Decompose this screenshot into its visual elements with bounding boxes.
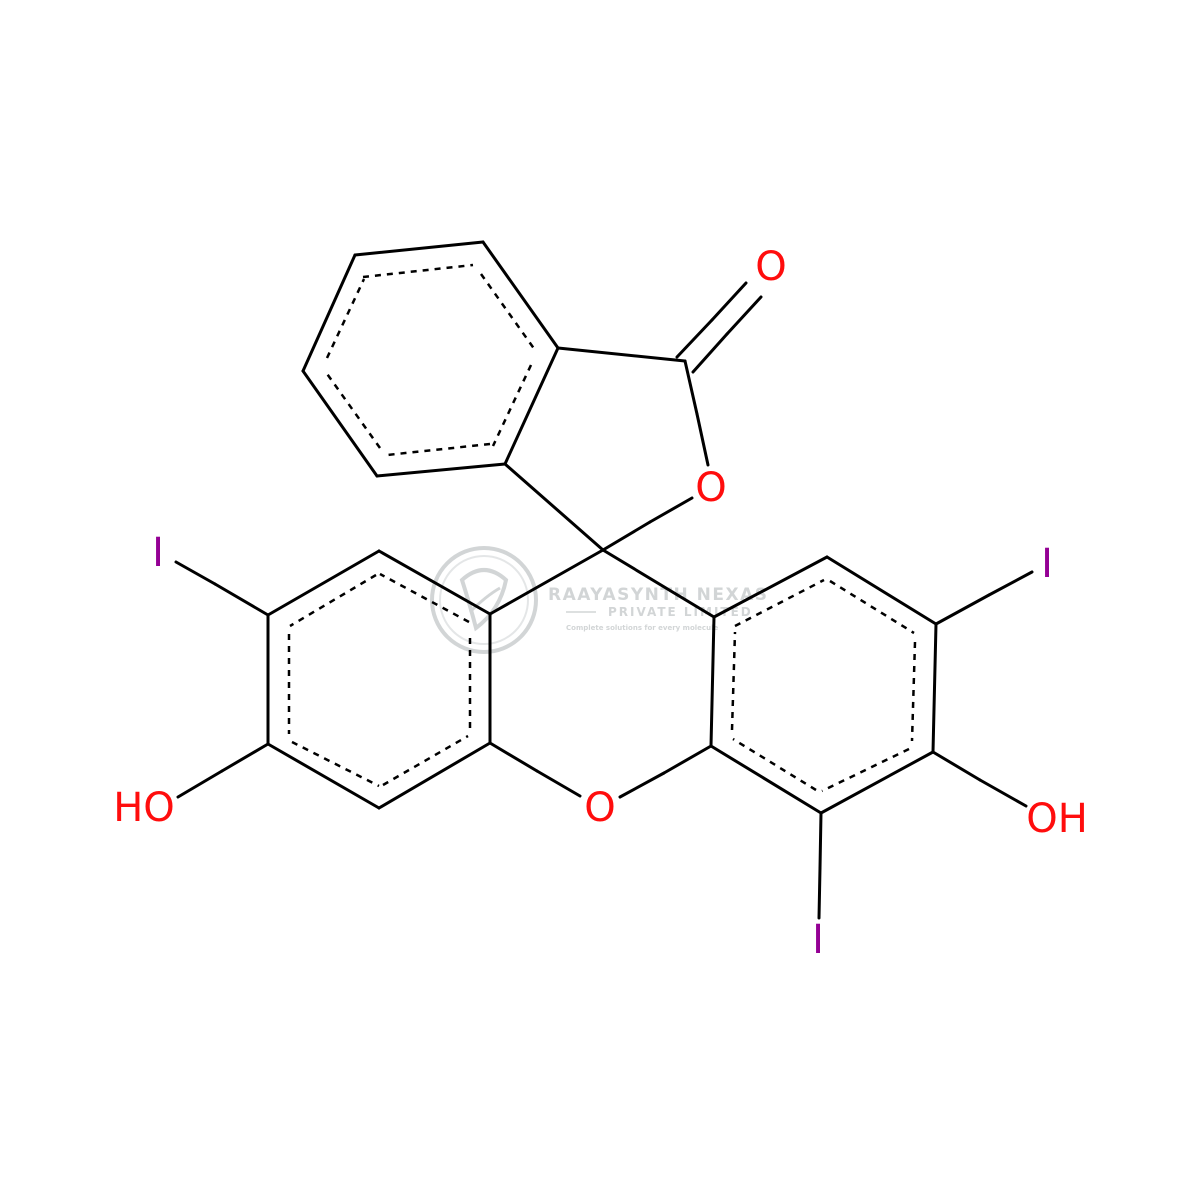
bond [662,744,713,775]
bond [488,741,539,773]
bond [712,555,829,619]
aromatic-bond [323,370,382,449]
bond [301,253,357,373]
bond-oxygen [725,295,763,336]
bond [503,462,605,552]
bond-oxygen [535,769,582,798]
leaf-circle-logo-icon [430,546,538,654]
bond [931,622,938,754]
aromatic-bond [479,273,537,351]
bond [818,811,823,870]
atom-iodine-right: I [1041,541,1053,587]
bond [266,549,381,617]
bond [675,318,714,359]
watermark-company: RAAYASYNTH NEXAS [548,585,769,605]
atom-hydroxyl-right: OH [1026,796,1088,842]
bond [377,549,492,616]
atom-lactone-oxygen: O [695,465,726,511]
bond-oxygen [695,412,710,467]
aromatic-bond [829,579,915,635]
aromatic-bond [291,740,380,788]
bond-oxygen [978,778,1028,808]
bond [213,582,270,617]
hetero-bonds [174,281,1034,920]
bond [503,346,560,466]
aromatic-bond [730,631,737,731]
bond [709,744,823,815]
bond-oxygen [648,496,694,524]
atom-iodine-left: I [152,530,164,576]
bond [601,548,716,619]
bond [220,742,270,773]
aromatic-bond [910,641,917,742]
aromatic-bond [289,573,377,628]
aromatic-bond [821,747,910,793]
bond [353,240,485,257]
bond [488,548,605,616]
bond [481,240,560,350]
bond [375,462,507,478]
aromatic-bond [382,734,469,787]
bond-oxygen [710,281,748,322]
aromatic-bond [734,578,825,628]
bond [709,615,716,748]
aromatic-bond [362,263,474,279]
bond [934,593,991,626]
aromatic-bond [386,442,491,457]
atom-labels: O O O HO OH I I I [113,244,1088,963]
bond-oxygen [618,771,666,799]
watermark: RAAYASYNTH NEXAS PRIVATE LIMITED Complet… [430,546,769,654]
bond [931,750,982,782]
bond [683,359,699,416]
bond [266,742,381,810]
bond [691,332,729,374]
atom-hydroxyl-left: HO [113,785,175,831]
bond-iodine [174,560,217,586]
bond-oxygen [176,769,224,799]
atom-xanthene-oxygen: O [584,785,615,831]
atom-iodine-bottom: I [812,917,824,963]
bond [556,346,687,363]
watermark-tagline: Complete solutions for every molecule [566,624,718,632]
aromatic-bond [491,364,533,447]
bond [825,555,938,626]
aromatic-bond [732,737,817,792]
bond-iodine [987,570,1034,597]
atom-carbonyl-oxygen: O [755,244,786,290]
bond [377,741,492,810]
aromatic-bond [379,572,470,624]
bond [301,369,379,478]
bonds [213,240,991,870]
bond [601,520,652,552]
bond-iodine [817,866,822,920]
aromatic-bond [325,278,366,359]
bond [819,750,935,815]
